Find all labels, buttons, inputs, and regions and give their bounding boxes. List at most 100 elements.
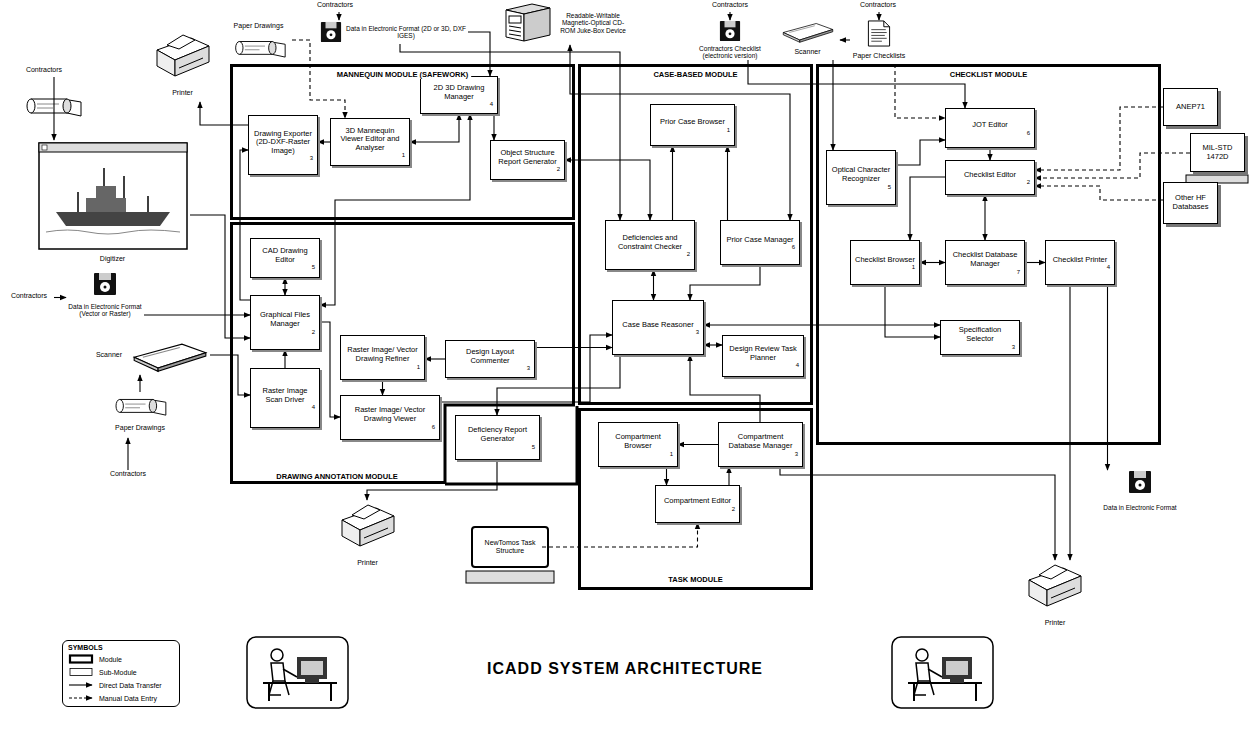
paper-checklist-icon bbox=[868, 21, 889, 46]
operator-figure bbox=[892, 637, 993, 708]
data-transfer-arrow bbox=[382, 380, 383, 395]
device-caption: Readable-Writable Magnetic-Optical CD-RO… bbox=[556, 12, 630, 34]
sub-module-name: Deficiencies and Constraint Checker bbox=[610, 234, 690, 251]
manual-entry-arrow bbox=[292, 40, 345, 118]
sub-module-name: Checklist Printer bbox=[1050, 256, 1110, 265]
sub-module-number: 1 bbox=[855, 264, 915, 270]
source-name: Contractors bbox=[15, 66, 73, 74]
legend-text: Manual Data Entry bbox=[99, 695, 157, 702]
sub-module-number: 5 bbox=[831, 184, 891, 190]
source-name: Contractors bbox=[848, 1, 908, 9]
printer-icon bbox=[157, 35, 209, 76]
sub-module-box: Checklist Database Manager7 bbox=[945, 240, 1025, 285]
data-transfer-arrow bbox=[748, 60, 965, 108]
data-transfer-arrow bbox=[704, 324, 940, 325]
sub-module-name: Checklist Database Manager bbox=[950, 251, 1020, 268]
sub-module-box: Specification Selector3 bbox=[940, 320, 1020, 355]
sub-module-number: 3 bbox=[723, 451, 798, 457]
sub-module-box: Checklist Editor2 bbox=[945, 160, 1035, 195]
sub-module-box: Checklist Browser1 bbox=[850, 240, 920, 285]
data-transfer-arrow bbox=[920, 262, 945, 263]
legend-text: Sub-Module bbox=[99, 669, 137, 676]
device-caption: Printer bbox=[1045, 619, 1066, 627]
data-transfer-arrow bbox=[989, 148, 990, 160]
legend-sample bbox=[68, 654, 94, 664]
sub-module-name: 3D Mannequin Viewer Editor and Analyser bbox=[335, 127, 405, 153]
data-transfer-arrow bbox=[284, 278, 285, 295]
sub-module-name: Raster Image/ Vector Drawing Refiner bbox=[345, 346, 420, 363]
disk-icon bbox=[321, 22, 341, 42]
sub-module-name: Raster Image Scan Driver bbox=[255, 387, 315, 404]
data-transfer-arrow bbox=[338, 12, 339, 20]
device-caption: Contractors Checklist (electronic versio… bbox=[690, 45, 770, 60]
io-device: Readable-Writable Magnetic-Optical CD-RO… bbox=[500, 1, 630, 45]
device-caption: Scanner bbox=[96, 351, 122, 359]
database-name: MIL-STD 1472D bbox=[1193, 144, 1242, 161]
device-caption: Digitizer bbox=[100, 255, 125, 263]
module-heading: CASE-BASED MODULE bbox=[650, 70, 740, 79]
sub-module-name: Raster Image/ Vector Drawing Viewer bbox=[345, 406, 435, 423]
data-transfer-arrow bbox=[678, 444, 718, 445]
sub-module-box: Prior Case Browser1 bbox=[650, 104, 735, 146]
source-label: Contractors bbox=[98, 470, 158, 481]
io-device: Scanner bbox=[88, 335, 210, 375]
legend-text: Module bbox=[99, 656, 122, 663]
source-label: Contractors bbox=[310, 1, 360, 12]
disk-icon bbox=[720, 21, 740, 41]
sub-module-name: Compartment Editor bbox=[660, 497, 735, 506]
device-caption: Data in Electronic Format (2D or 3D, DXF… bbox=[344, 25, 468, 40]
device-caption: Data in Electronic Format (Vector or Ras… bbox=[66, 303, 144, 318]
legend-sample bbox=[68, 667, 94, 677]
data-transfer-arrow bbox=[780, 467, 1055, 560]
sub-module-box: Raster Image/ Vector Drawing Refiner1 bbox=[340, 335, 425, 380]
sub-module-box: Compartment Database Manager3 bbox=[718, 422, 803, 467]
module-heading: DRAWING ANNOTATION MODULE bbox=[273, 472, 401, 481]
source-label: Contractors bbox=[700, 1, 760, 12]
io-device: Digitizer bbox=[35, 140, 190, 265]
data-transfer-arrow bbox=[127, 438, 128, 470]
module-box: Compartment Browser1Compartment Database… bbox=[578, 408, 813, 590]
data-transfer-arrow bbox=[653, 270, 654, 300]
sub-module-number: 6 bbox=[950, 130, 1030, 136]
database-name: ANEP71 bbox=[1176, 103, 1205, 112]
source-name: Contractors bbox=[4, 292, 54, 300]
sub-module-number: 1 bbox=[655, 127, 730, 133]
source-name: Contractors bbox=[310, 1, 360, 9]
data-transfer-arrow bbox=[704, 344, 722, 345]
sub-module-number: 2 bbox=[660, 506, 735, 512]
sub-module-number: 4 bbox=[255, 404, 315, 410]
sub-module-box: Object Structure Report Generator2 bbox=[490, 140, 565, 180]
data-transfer-arrow bbox=[690, 265, 760, 300]
paper-roll-icon bbox=[116, 399, 166, 415]
sub-module-box: 2D 3D Drawing Manager4 bbox=[420, 76, 498, 114]
scanner-icon bbox=[134, 344, 206, 371]
module-box: JOT Editor6Optical Character Recognizer5… bbox=[816, 64, 1161, 445]
sub-module-number: 2 bbox=[610, 251, 690, 257]
source-name: Contractors bbox=[98, 470, 158, 478]
module-box: Prior Case Browser1Deficiencies and Cons… bbox=[578, 64, 813, 405]
source-label: Contractors bbox=[15, 66, 73, 77]
paper-roll-icon bbox=[236, 42, 285, 58]
data-transfer-arrow bbox=[139, 375, 140, 392]
manual-entry-arrow bbox=[1035, 153, 1190, 178]
legend-sample bbox=[68, 693, 94, 703]
sub-module-name: Object Structure Report Generator bbox=[495, 149, 560, 166]
manual-entry-arrow bbox=[542, 523, 698, 547]
sub-module-box: Compartment Editor2 bbox=[655, 485, 740, 523]
device-caption: Printer bbox=[172, 89, 193, 97]
device-caption: Paper Drawings bbox=[234, 22, 284, 30]
sub-module-number: 2 bbox=[950, 179, 1030, 185]
sub-module-number: 5 bbox=[460, 444, 535, 450]
module-box: Drawing Exporter (2D-DXF-Raster Image)33… bbox=[230, 64, 575, 220]
legend-box: SYMBOLSModuleSub-ModuleDirect Data Trans… bbox=[62, 640, 180, 707]
device-caption: Paper Drawings bbox=[115, 424, 165, 432]
device-caption: Scanner bbox=[794, 48, 820, 56]
data-transfer-arrow bbox=[727, 146, 728, 220]
scanner-icon bbox=[783, 24, 833, 43]
sub-module-box: JOT Editor6 bbox=[945, 108, 1035, 148]
printer-icon bbox=[342, 505, 394, 546]
sub-module-box: Design Layout Commenter3 bbox=[445, 340, 535, 378]
sub-module-name: Checklist Editor bbox=[950, 171, 1030, 180]
data-transfer-arrow bbox=[1069, 285, 1070, 560]
printer-icon bbox=[1029, 565, 1081, 606]
